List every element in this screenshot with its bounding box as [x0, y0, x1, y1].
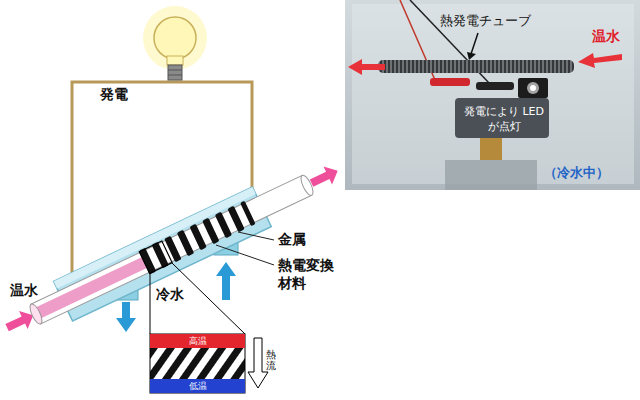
part-label: 熱電変換 材料 — [278, 257, 338, 293]
cold-water-out-arrow — [116, 302, 136, 332]
detail-window — [139, 241, 172, 273]
housing-top — [54, 187, 256, 289]
part-label: 温水 — [592, 28, 620, 46]
cold-band: 低温 — [150, 379, 245, 393]
photo-flow-arrow — [578, 53, 622, 68]
part-label: 熱流 — [266, 349, 276, 371]
tube — [31, 175, 311, 324]
part-label: 発電により LEDが点灯 — [460, 104, 548, 134]
photo-flow-arrow — [348, 59, 385, 75]
stand-top — [455, 98, 549, 138]
photo-tube — [378, 60, 574, 73]
band-label: 高温 — [189, 336, 207, 347]
bulb-base — [168, 65, 182, 80]
layer-stripes — [150, 348, 245, 379]
warm-water — [33, 255, 151, 319]
part-label: 金属 — [278, 231, 306, 249]
part-label: 熱発電チューブ — [440, 12, 531, 30]
part-label: 温水 — [10, 282, 38, 300]
photo-background — [345, 0, 640, 190]
part-label: 発電 — [100, 86, 128, 104]
leader-line — [238, 232, 274, 240]
leader-line — [216, 245, 274, 265]
hot-band: 高温 — [150, 334, 245, 348]
warm-water-out-arrow — [307, 162, 342, 193]
glow — [143, 6, 207, 70]
thermoelectric-tube — [0, 151, 347, 348]
part-label: 冷水 — [156, 286, 184, 304]
band-label: 低温 — [189, 381, 207, 392]
bulb-glass — [154, 17, 196, 59]
heat-flow-arrow — [248, 338, 268, 388]
part-label: （冷水中） — [544, 164, 609, 182]
detail-inset — [150, 263, 268, 393]
metal-material-bands — [139, 201, 256, 275]
bulb-neck — [167, 56, 183, 65]
cold-water-in-arrow — [216, 262, 236, 300]
photo — [345, 0, 640, 190]
